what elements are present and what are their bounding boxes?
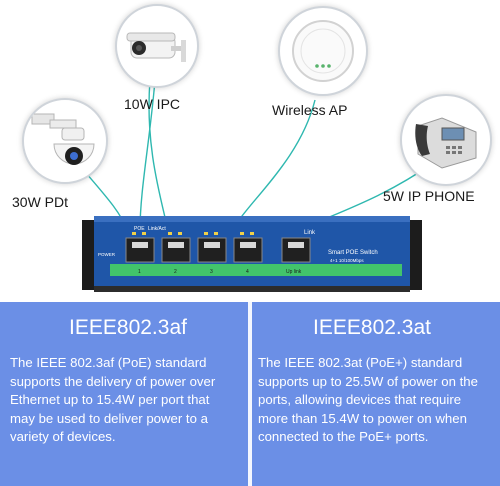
port-number-3: 3 bbox=[210, 269, 213, 275]
wireless-ap-circle bbox=[278, 6, 368, 96]
ipc-label: 10W IPC bbox=[124, 96, 181, 112]
at-title: IEEE802.3at bbox=[313, 316, 431, 339]
ip-phone-circle bbox=[400, 94, 492, 186]
ip-phone-label: 5W IP PHONE bbox=[383, 188, 475, 204]
at-description: The IEEE 802.3at (PoE+) standard support… bbox=[258, 355, 478, 445]
ipc-camera-circle bbox=[115, 4, 199, 88]
port-number-2: 2 bbox=[174, 269, 177, 275]
poe-standards-panel: IEEE802.3af The IEEE 802.3af (PoE) stand… bbox=[0, 302, 500, 486]
wireless-ap-icon bbox=[292, 20, 354, 82]
poe-led-label: POE bbox=[134, 226, 145, 232]
product-illustration: 10W IPC Wireless AP 30W PDt bbox=[12, 4, 492, 301]
port-number-1: 1 bbox=[138, 269, 141, 275]
poe-switch-graphic: POE Link/Act Link POWER Smart POE Switch… bbox=[82, 216, 422, 292]
ip-phone-icon bbox=[415, 117, 477, 169]
link-led-label: Link bbox=[304, 230, 316, 236]
linkact-led-label: Link/Act bbox=[148, 226, 166, 232]
poe-switch: POE Link/Act Link POWER Smart POE Switch… bbox=[82, 212, 422, 301]
bullet-camera-icon bbox=[126, 32, 186, 62]
port-number-4: 4 bbox=[246, 269, 249, 275]
at-column bbox=[252, 302, 500, 486]
ptz-camera-circle bbox=[22, 98, 108, 184]
af-description: The IEEE 802.3af (PoE) standard supports… bbox=[10, 355, 216, 445]
ptz-camera-icon bbox=[31, 113, 95, 165]
af-title: IEEE802.3af bbox=[69, 316, 187, 339]
wireless-ap-label: Wireless AP bbox=[272, 102, 348, 118]
switch-title: Smart POE Switch bbox=[328, 250, 378, 256]
power-label: POWER bbox=[98, 252, 116, 257]
column-divider bbox=[248, 302, 252, 486]
ethernet-ports bbox=[125, 237, 311, 263]
pdt-label: 30W PDt bbox=[12, 194, 69, 210]
uplink-label: Up link bbox=[286, 269, 302, 275]
switch-subtitle: 4+1 10/100Mbps bbox=[330, 258, 364, 263]
af-column bbox=[0, 302, 248, 486]
